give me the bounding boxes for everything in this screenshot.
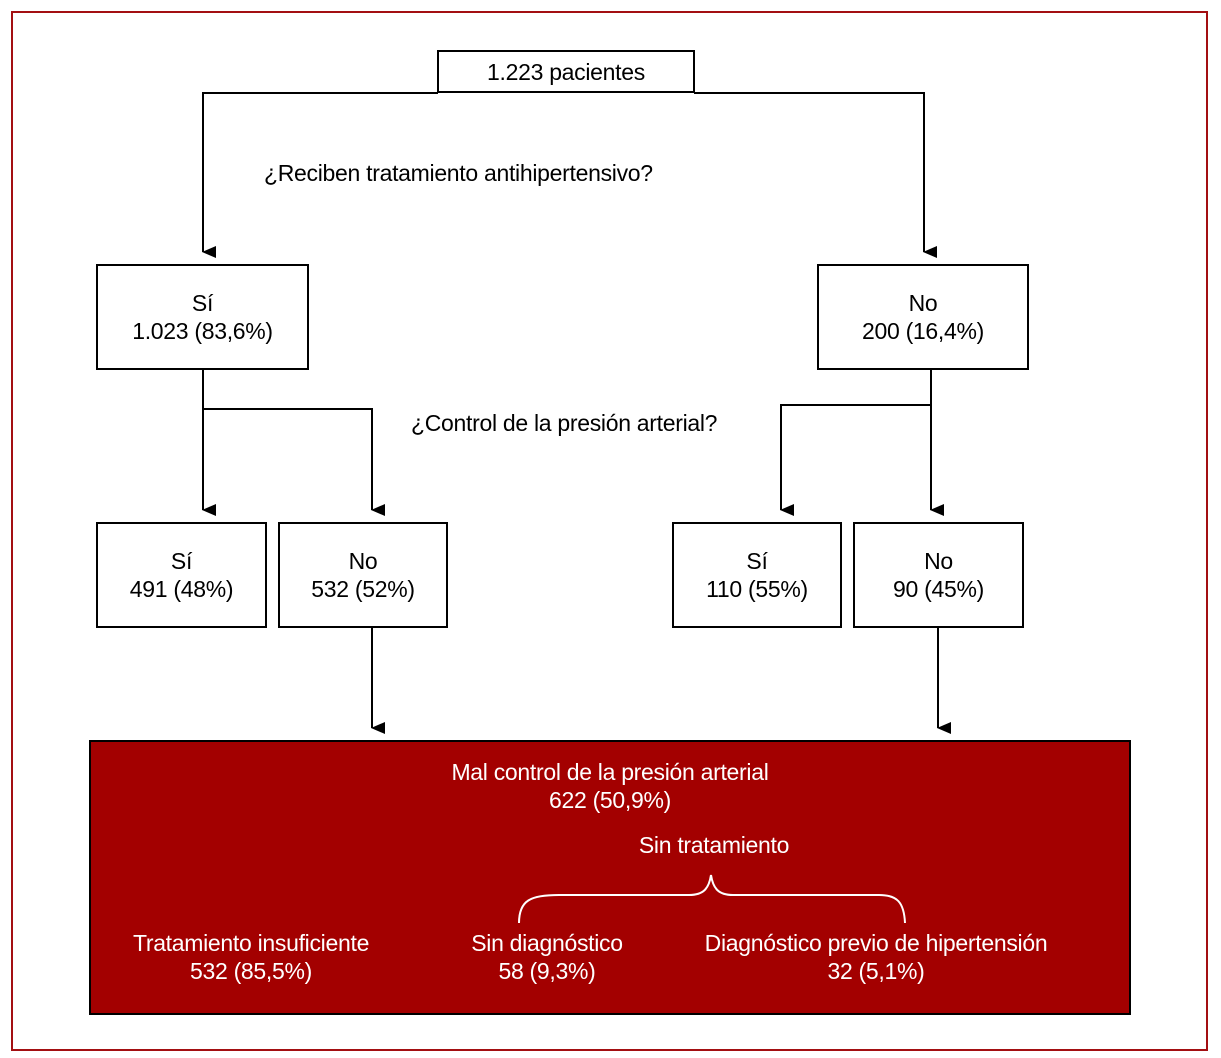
treated-controlled-answer: Sí: [170, 548, 193, 574]
previous-diagnosis-label: Diagnóstico previo de hipertensión: [704, 930, 1048, 956]
treated-controlled-count: 491 (48%): [129, 576, 234, 602]
connector-root-to-untreated: [694, 92, 937, 258]
untreated-box: No 200 (16,4%): [817, 264, 1029, 370]
treated-count: 1.023 (83,6%): [132, 318, 273, 344]
undiagnosed-count: 58 (9,3%): [498, 958, 596, 984]
untreated-count: 200 (16,4%): [862, 318, 984, 344]
untreated-uncontrolled-box: No 90 (45%): [853, 522, 1024, 628]
treated-uncontrolled-answer: No: [348, 548, 378, 574]
root-box: 1.223 pacientes: [437, 50, 695, 93]
untreated-uncontrolled-count: 90 (45%): [893, 576, 984, 602]
question-control: ¿Control de la presión arterial?: [411, 410, 718, 436]
poor-control-box: Mal control de la presión arterial 622 (…: [89, 740, 1131, 1015]
untreated-answer: No: [908, 290, 938, 316]
figure-frame: [11, 11, 1208, 1051]
undiagnosed: Sin diagnóstico 58 (9,3%): [427, 929, 667, 985]
question-treatment: ¿Reciben tratamiento antihipertensivo?: [264, 160, 653, 186]
poor-control-title: Mal control de la presión arterial: [451, 759, 769, 785]
root-label: 1.223 pacientes: [487, 58, 645, 85]
treated-box: Sí 1.023 (83,6%): [96, 264, 309, 370]
untreated-controlled-count: 110 (55%): [706, 576, 808, 602]
insufficient-treatment: Tratamiento insuficiente 532 (85,5%): [101, 929, 401, 985]
connector-treated-to-uncontrolled: [203, 408, 385, 516]
poor-control-count: 622 (50,9%): [549, 787, 671, 813]
brace-icon: [518, 874, 906, 924]
connector-root-to-treated: [202, 92, 438, 258]
undiagnosed-label: Sin diagnóstico: [471, 930, 623, 956]
previous-diagnosis-count: 32 (5,1%): [827, 958, 925, 984]
treated-controlled-box: Sí 491 (48%): [96, 522, 267, 628]
untreated-controlled-box: Sí 110 (55%): [672, 522, 842, 628]
connector-untreated-to-controlled: [780, 404, 931, 516]
treated-uncontrolled-count: 532 (52%): [311, 576, 415, 602]
untreated-controlled-answer: Sí: [746, 548, 768, 574]
insufficient-count: 532 (85,5%): [190, 958, 312, 984]
treated-uncontrolled-box: No 532 (52%): [278, 522, 448, 628]
treated-answer: Sí: [191, 290, 214, 316]
insufficient-label: Tratamiento insuficiente: [132, 930, 370, 956]
poor-control-header: Mal control de la presión arterial 622 (…: [91, 758, 1129, 814]
without-treatment-label: Sin tratamiento: [638, 832, 790, 858]
untreated-uncontrolled-answer: No: [924, 548, 953, 574]
previous-diagnosis: Diagnóstico previo de hipertensión 32 (5…: [681, 929, 1071, 985]
